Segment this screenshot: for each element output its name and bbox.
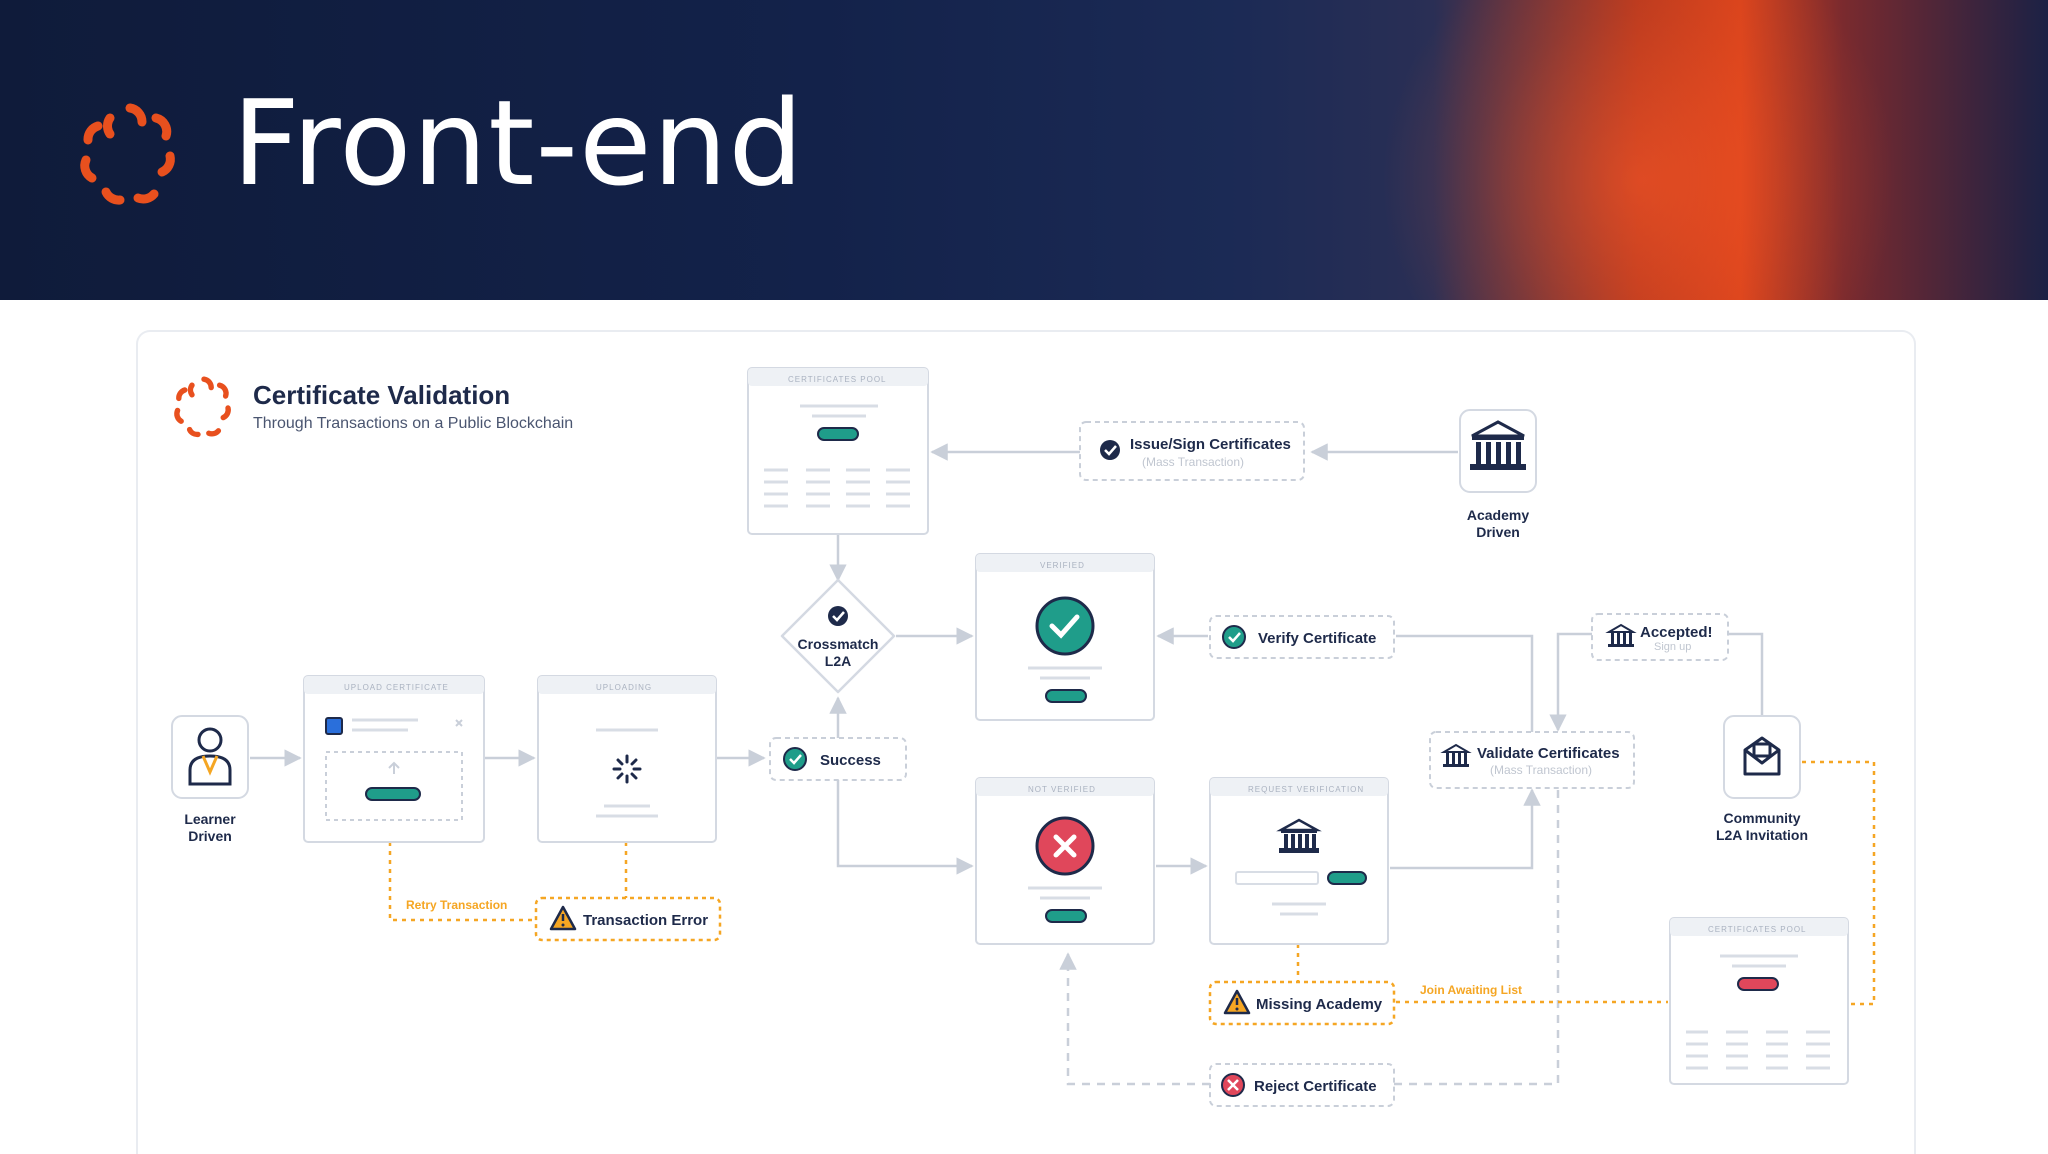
svg-text:Sign up: Sign up [1654,641,1691,653]
window-upload-certificate: UPLOAD CERTIFICATE [303,675,485,843]
svg-text:Transaction Error: Transaction Error [583,912,708,929]
join-awaiting-list-label: Join Awaiting List [1420,983,1522,997]
validate-certificates-label: Validate Certificates (Mass Transaction) [1429,731,1635,789]
retry-transaction-label: Retry Transaction [406,898,507,912]
check-circle-icon [1035,596,1095,656]
check-circle-icon [783,747,807,771]
upload-arrow-icon [388,761,400,774]
file-icon [325,717,343,735]
svg-text:L2A Invitation: L2A Invitation [1716,827,1808,843]
institution-icon [1605,623,1637,647]
svg-text:Accepted!: Accepted! [1640,624,1713,641]
svg-text:UPLOAD CERTIFICATE: UPLOAD CERTIFICATE [344,683,449,692]
spinner-icon [612,754,642,784]
svg-text:UPLOADING: UPLOADING [596,683,652,692]
svg-text:VERIFIED: VERIFIED [1040,561,1085,570]
diagram-logo-icon [174,376,231,438]
verify-certificate-label: Verify Certificate [1209,615,1395,659]
warning-icon [549,905,577,931]
window-certificates-pool-bottom: CERTIFICATES POOL [1669,917,1849,1085]
window-request-verification: REQUEST VERIFICATION [1209,777,1389,945]
svg-text:Validate Certificates: Validate Certificates [1477,745,1620,762]
svg-text:Community: Community [1724,810,1801,826]
diagram-title: Certificate Validation [253,380,510,410]
x-circle-icon [1035,816,1095,876]
dashed-connectors [1059,790,1560,1086]
svg-text:CERTIFICATES POOL: CERTIFICATES POOL [1708,925,1807,934]
user-icon [188,727,232,786]
actor-learner: Learner Driven [171,715,249,844]
badge-check-icon [1100,440,1120,460]
window-title: CERTIFICATES POOL [788,375,887,384]
window-uploading: UPLOADING [537,675,717,843]
error-connectors [388,760,1876,1006]
institution-icon [1276,818,1322,853]
institution-icon [1440,743,1472,767]
check-circle-icon [1222,625,1246,649]
svg-text:Issue/Sign Certificates: Issue/Sign Certificates [1130,436,1291,453]
svg-text:Crossmatch: Crossmatch [798,636,879,652]
svg-text:Academy: Academy [1467,507,1529,523]
diagram-subtitle: Through Transactions on a Public Blockch… [253,415,573,432]
connectors [250,443,1764,875]
missing-academy-label: Missing Academy [1208,980,1396,1026]
svg-text:Missing Academy: Missing Academy [1256,996,1383,1013]
svg-text:(Mass Transaction): (Mass Transaction) [1142,455,1244,469]
warning-icon [1223,989,1251,1015]
reject-certificate-label: Reject Certificate [1209,1063,1395,1107]
window-verified: VERIFIED [975,553,1155,721]
svg-text:Verify Certificate: Verify Certificate [1258,630,1376,647]
svg-text:Learner: Learner [184,811,236,827]
window-certificates-pool-top: CERTIFICATES POOL [747,367,929,535]
window-not-verified: NOT VERIFIED [975,777,1155,945]
crossmatch-decision: Crossmatch L2A [780,578,896,694]
success-label: Success [769,737,907,781]
header-banner: Front-end [0,0,2048,300]
svg-text:NOT VERIFIED: NOT VERIFIED [1028,785,1096,794]
x-circle-icon [1221,1073,1245,1097]
svg-text:REQUEST VERIFICATION: REQUEST VERIFICATION [1248,785,1364,794]
svg-text:Driven: Driven [1476,524,1520,540]
envelope-icon [1743,736,1781,776]
actor-community: Community L2A Invitation [1716,715,1808,843]
svg-text:L2A: L2A [825,653,851,669]
svg-text:Reject Certificate: Reject Certificate [1254,1078,1377,1095]
institution-icon [1470,420,1526,470]
issue-sign-certificates-label: Issue/Sign Certificates (Mass Transactio… [1079,421,1305,481]
svg-text:(Mass Transaction): (Mass Transaction) [1490,763,1592,777]
transaction-error-label: Transaction Error [534,896,722,942]
page-title: Front-end [232,74,805,212]
close-icon [455,719,463,727]
svg-text:Driven: Driven [188,828,232,844]
brand-logo-icon [80,103,175,205]
actor-academy: Academy Driven [1459,409,1537,540]
header-glow [1380,0,1900,300]
accepted-label: Accepted! Sign up [1591,613,1729,661]
svg-text:Success: Success [820,752,881,769]
badge-icon [828,606,848,626]
